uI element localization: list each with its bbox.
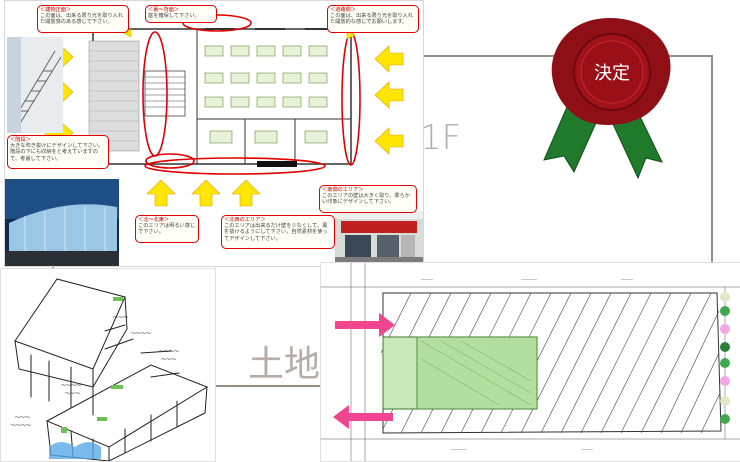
site-plan-panel: ――――――― ――― ――――――― [320,262,740,462]
note-title: ＜階段＞ [10,137,31,143]
note-body: この面は、出来る限り光を取り入れた開放感のある感じで下さい。 [40,13,124,26]
note-title: ＜北～北東＞ [138,217,170,223]
note-lowerright: ＜南側のエリア＞ このエリアの壁は大きく取り、柔らかい印象にデザインして下さい。 [319,185,417,213]
note-topright: ＜道路側＞ この面は、出来る限り光を取り入れた開放的な感じでお願いします。 [327,5,419,33]
note-body: この面は、出来る限り光を取り入れた開放的な感じでお願いします。 [330,13,414,26]
floor-plan-panel: ＜建物正面＞ この面は、出来る限り光を取り入れた開放感のある感じで下さい。 ＜裏… [4,0,424,267]
svg-text:―――: ――― [421,277,433,282]
note-body: 庭を確保して下さい。 [148,13,200,20]
floor-label: 1F [420,118,462,158]
note-title: ＜裏～背面＞ [148,7,180,13]
seal-label: 決定 [594,63,630,84]
svg-text:〜〜〜〜: 〜〜〜〜 [11,423,31,429]
note-title: ＜北西のエリア＞ [224,217,266,223]
land-label: 土地 [248,344,321,385]
note-body: このエリアの壁は大きく取り、柔らかい印象にデザインして下さい。 [322,193,410,206]
connector-line [711,55,713,265]
svg-text:〜〜〜: 〜〜〜 [65,391,80,397]
svg-text:―――: ――― [621,277,633,282]
site-plan-drawing: ――――――― ――― ――――――― [321,263,740,461]
svg-text:〜〜〜: 〜〜〜 [15,415,30,421]
svg-text:〜〜〜: 〜〜〜 [161,357,176,363]
wax-seal-icon: 決定 [543,18,671,180]
note-top: ＜裏～背面＞ 庭を確保して下さい。 [145,5,217,23]
note-body: このエリアは出来るだけ壁を少なくして、風を抜けるようにして下さい。自然素材を使っ… [224,223,328,242]
note-stairs: ＜階段＞ 大きな吹き抜けにデザインして下さい。階段の下にも収納をと考えていますの… [7,135,109,169]
svg-text:〜〜〜: 〜〜〜 [113,315,128,321]
note-title: ＜南側のエリア＞ [322,187,364,193]
note-north-area: ＜北西のエリア＞ このエリアは出来るだけ壁を少なくして、風を抜けるようにして下さ… [221,215,335,249]
svg-text:――――: ―――― [521,277,537,282]
floor-plan-drawing [5,14,423,266]
sketch-panel: 〜〜〜 〜〜〜〜 〜〜〜〜 〜〜〜 〜〜〜〜 〜〜〜 〜〜〜 〜〜〜〜 [0,268,216,462]
svg-text:〜〜〜〜: 〜〜〜〜 [159,349,179,355]
svg-text:―――: ――― [581,447,593,452]
svg-text:〜〜〜〜: 〜〜〜〜 [131,331,151,337]
note-north: ＜北～北東＞ このエリアは明るい感じで下さい。 [135,215,199,243]
building-sketch: 〜〜〜 〜〜〜〜 〜〜〜〜 〜〜〜 〜〜〜〜 〜〜〜 〜〜〜 〜〜〜〜 [11,278,209,461]
svg-text:――――: ―――― [451,447,467,452]
decision-seal: 決定 [540,12,680,190]
connector-line [210,385,320,387]
svg-text:〜〜〜〜: 〜〜〜〜 [61,383,81,389]
note-entrance: ＜建物正面＞ この面は、出来る限り光を取り入れた開放感のある感じで下さい。 [37,5,129,33]
note-body: 大きな吹き抜けにデザインして下さい。階段の下にも収納をと考えていますので、考慮し… [10,143,104,162]
note-title: ＜道路側＞ [330,7,356,13]
note-body: このエリアは明るい感じで下さい。 [138,223,196,236]
note-title: ＜建物正面＞ [40,7,72,13]
